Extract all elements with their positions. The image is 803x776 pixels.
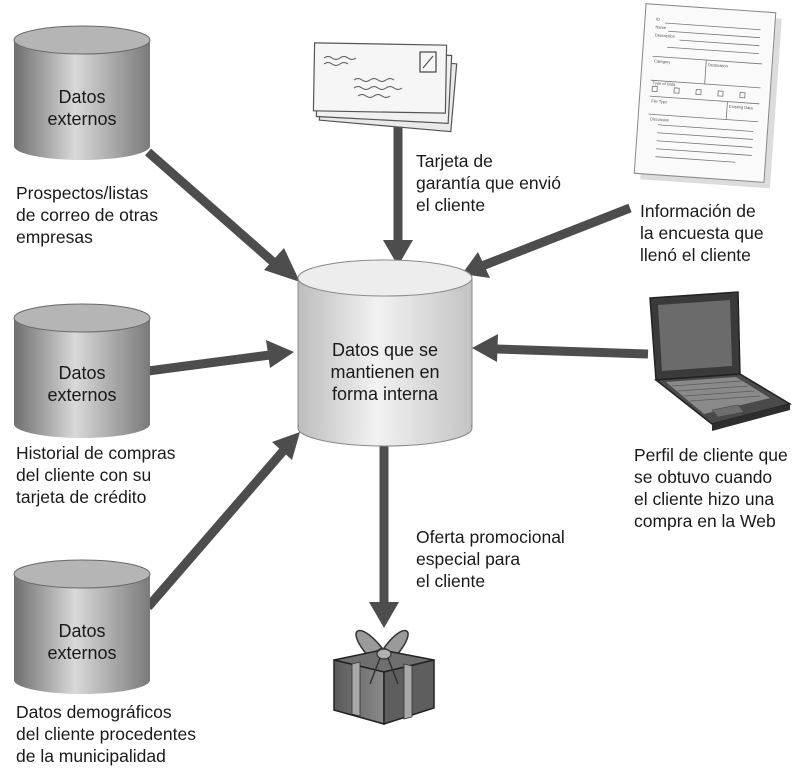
caption-web-profile: Perfil de cliente que se obtuvo cuando e… <box>634 445 788 531</box>
survey-form-label: Existing Data <box>729 104 754 111</box>
survey-form-label: Category <box>654 58 671 64</box>
center-cylinder-label: Datos que se mantienen en forma interna <box>330 340 440 404</box>
arrow-laptop-to-center <box>472 334 649 362</box>
arrow-survey-to-center <box>462 203 632 278</box>
caption-prospect-lists: Prospectos/listas de correo de otras emp… <box>16 183 159 247</box>
survey-form-label: Destination <box>708 62 728 68</box>
survey-form-label: File Type <box>651 98 668 104</box>
survey-form-label: Description <box>655 32 675 38</box>
survey-form-label: Type of Data <box>652 80 676 87</box>
survey-form-icon: ID Name Description Category Destination… <box>633 3 782 189</box>
arrow-mid-left-to-center <box>147 340 294 376</box>
arrow-bottom-left-to-center <box>144 432 300 610</box>
external-cylinder-1 <box>13 25 151 160</box>
external-cylinder-1-label: Datos externos <box>47 87 117 129</box>
external-cylinder-3-label: Datos externos <box>47 621 117 663</box>
external-cylinder-2-label: Datos externos <box>47 363 117 405</box>
arrow-center-to-gift <box>369 446 399 628</box>
survey-form-label: ID <box>656 16 660 21</box>
caption-demographics: Datos demográficos del cliente procedent… <box>16 702 196 766</box>
arrows <box>144 120 649 628</box>
caption-purchase-history: Historial de compras del cliente con su … <box>16 443 176 507</box>
caption-warranty-card: Tarjeta de garantía que envió el cliente <box>416 151 561 215</box>
laptop-icon <box>649 291 792 431</box>
caption-survey: Información de la encuesta que llenó el … <box>640 201 764 265</box>
survey-form-label: Name <box>655 24 667 30</box>
arrow-card-to-center <box>383 120 413 266</box>
survey-form-label: Discussion <box>650 116 670 122</box>
external-cylinder-2 <box>13 303 151 438</box>
center-cylinder <box>297 259 473 447</box>
gift-box-icon <box>333 629 435 726</box>
arrow-top-left-to-center <box>145 148 300 282</box>
external-cylinder-3 <box>13 559 151 694</box>
envelope-stack-icon <box>312 42 458 133</box>
caption-promo-offer: Oferta promocional especial para el clie… <box>416 527 565 591</box>
